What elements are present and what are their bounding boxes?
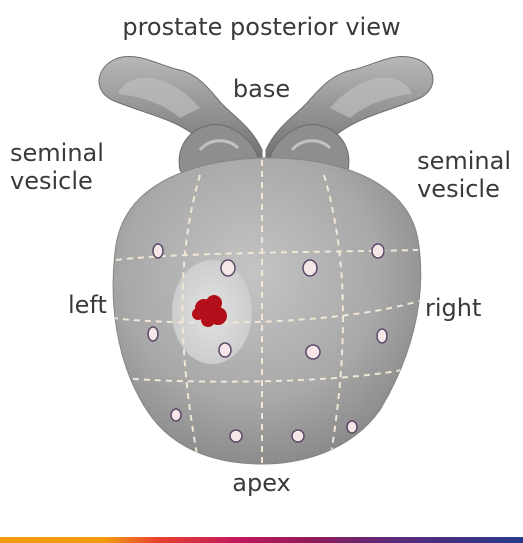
biopsy-dot	[230, 430, 242, 442]
label-line: vesicle	[417, 176, 511, 204]
prostate-gland-illustration	[112, 158, 422, 464]
biopsy-dot	[347, 421, 357, 433]
label-seminal-vesicle-left: seminal vesicle	[10, 140, 104, 195]
biopsy-dot	[153, 244, 163, 258]
label-apex: apex	[0, 470, 523, 498]
label-base: base	[0, 76, 523, 104]
label-line: vesicle	[10, 168, 104, 196]
biopsy-dot	[171, 409, 181, 421]
biopsy-dot	[306, 345, 320, 359]
decorative-gradient-bar	[0, 537, 523, 543]
label-line: seminal	[417, 148, 511, 176]
label-left: left	[68, 292, 107, 320]
label-seminal-vesicle-right: seminal vesicle	[417, 148, 511, 203]
biopsy-dot	[377, 329, 387, 343]
label-right: right	[425, 295, 481, 323]
biopsy-dot	[292, 430, 304, 442]
biopsy-dot	[148, 327, 158, 341]
label-line: seminal	[10, 140, 104, 168]
diagram-title: prostate posterior view	[0, 14, 523, 42]
biopsy-dot	[221, 260, 235, 276]
biopsy-dot	[303, 260, 317, 276]
biopsy-dot	[372, 244, 384, 258]
biopsy-dot	[219, 343, 231, 357]
